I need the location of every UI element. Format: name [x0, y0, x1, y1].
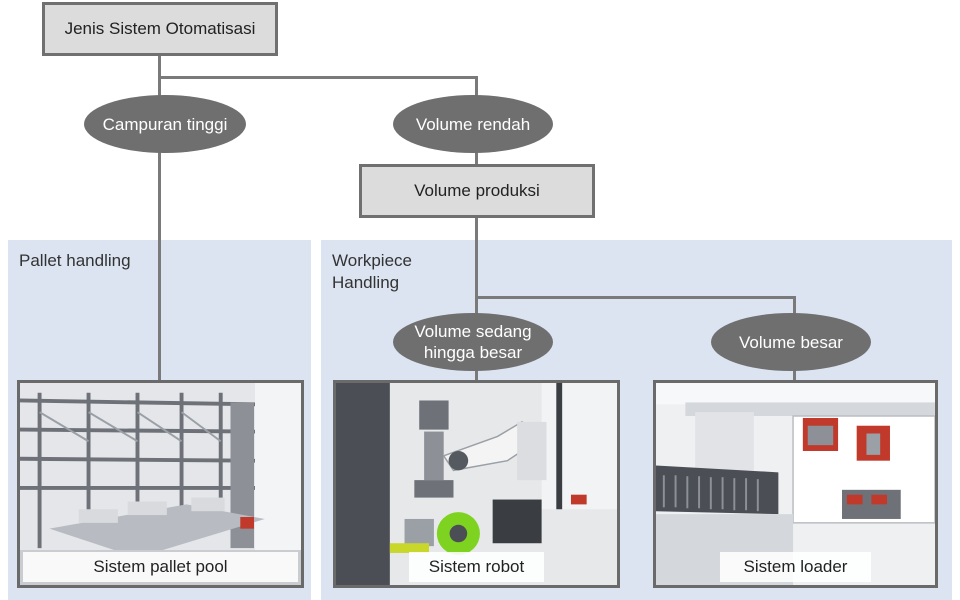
- medium-high-volume-ellipse: Volume sedang hingga besar: [393, 313, 553, 371]
- root-label: Jenis Sistem Otomatisasi: [64, 19, 256, 38]
- loader-system-illustration: [656, 383, 935, 585]
- pallet-pool-illustration: [20, 383, 301, 585]
- low-volume-ellipse: Volume rendah: [393, 95, 553, 153]
- connector-to-pallet-pool: [158, 76, 161, 382]
- connector-horizontal-top: [158, 76, 478, 79]
- loader-system-caption: Sistem loader: [720, 552, 871, 582]
- production-volume-label: Volume produksi: [414, 181, 540, 200]
- connector-root-down: [158, 55, 161, 79]
- robot-system-image: Sistem robot: [333, 380, 620, 588]
- connector-production-down: [475, 217, 478, 382]
- pallet-pool-image: Sistem pallet pool: [17, 380, 304, 588]
- root-box: Jenis Sistem Otomatisasi: [42, 2, 278, 56]
- connector-horizontal-mid: [475, 296, 796, 299]
- high-mix-ellipse: Campuran tinggi: [84, 95, 246, 153]
- loader-system-image: Sistem loader: [653, 380, 938, 588]
- robot-system-illustration: [336, 383, 617, 585]
- pallet-handling-label: Pallet handling: [19, 251, 131, 270]
- pallet-pool-caption: Sistem pallet pool: [23, 552, 298, 582]
- workpiece-handling-label: Workpiece Handling: [332, 251, 412, 292]
- production-volume-box: Volume produksi: [359, 164, 595, 218]
- large-volume-ellipse: Volume besar: [711, 313, 871, 371]
- robot-system-caption: Sistem robot: [409, 552, 544, 582]
